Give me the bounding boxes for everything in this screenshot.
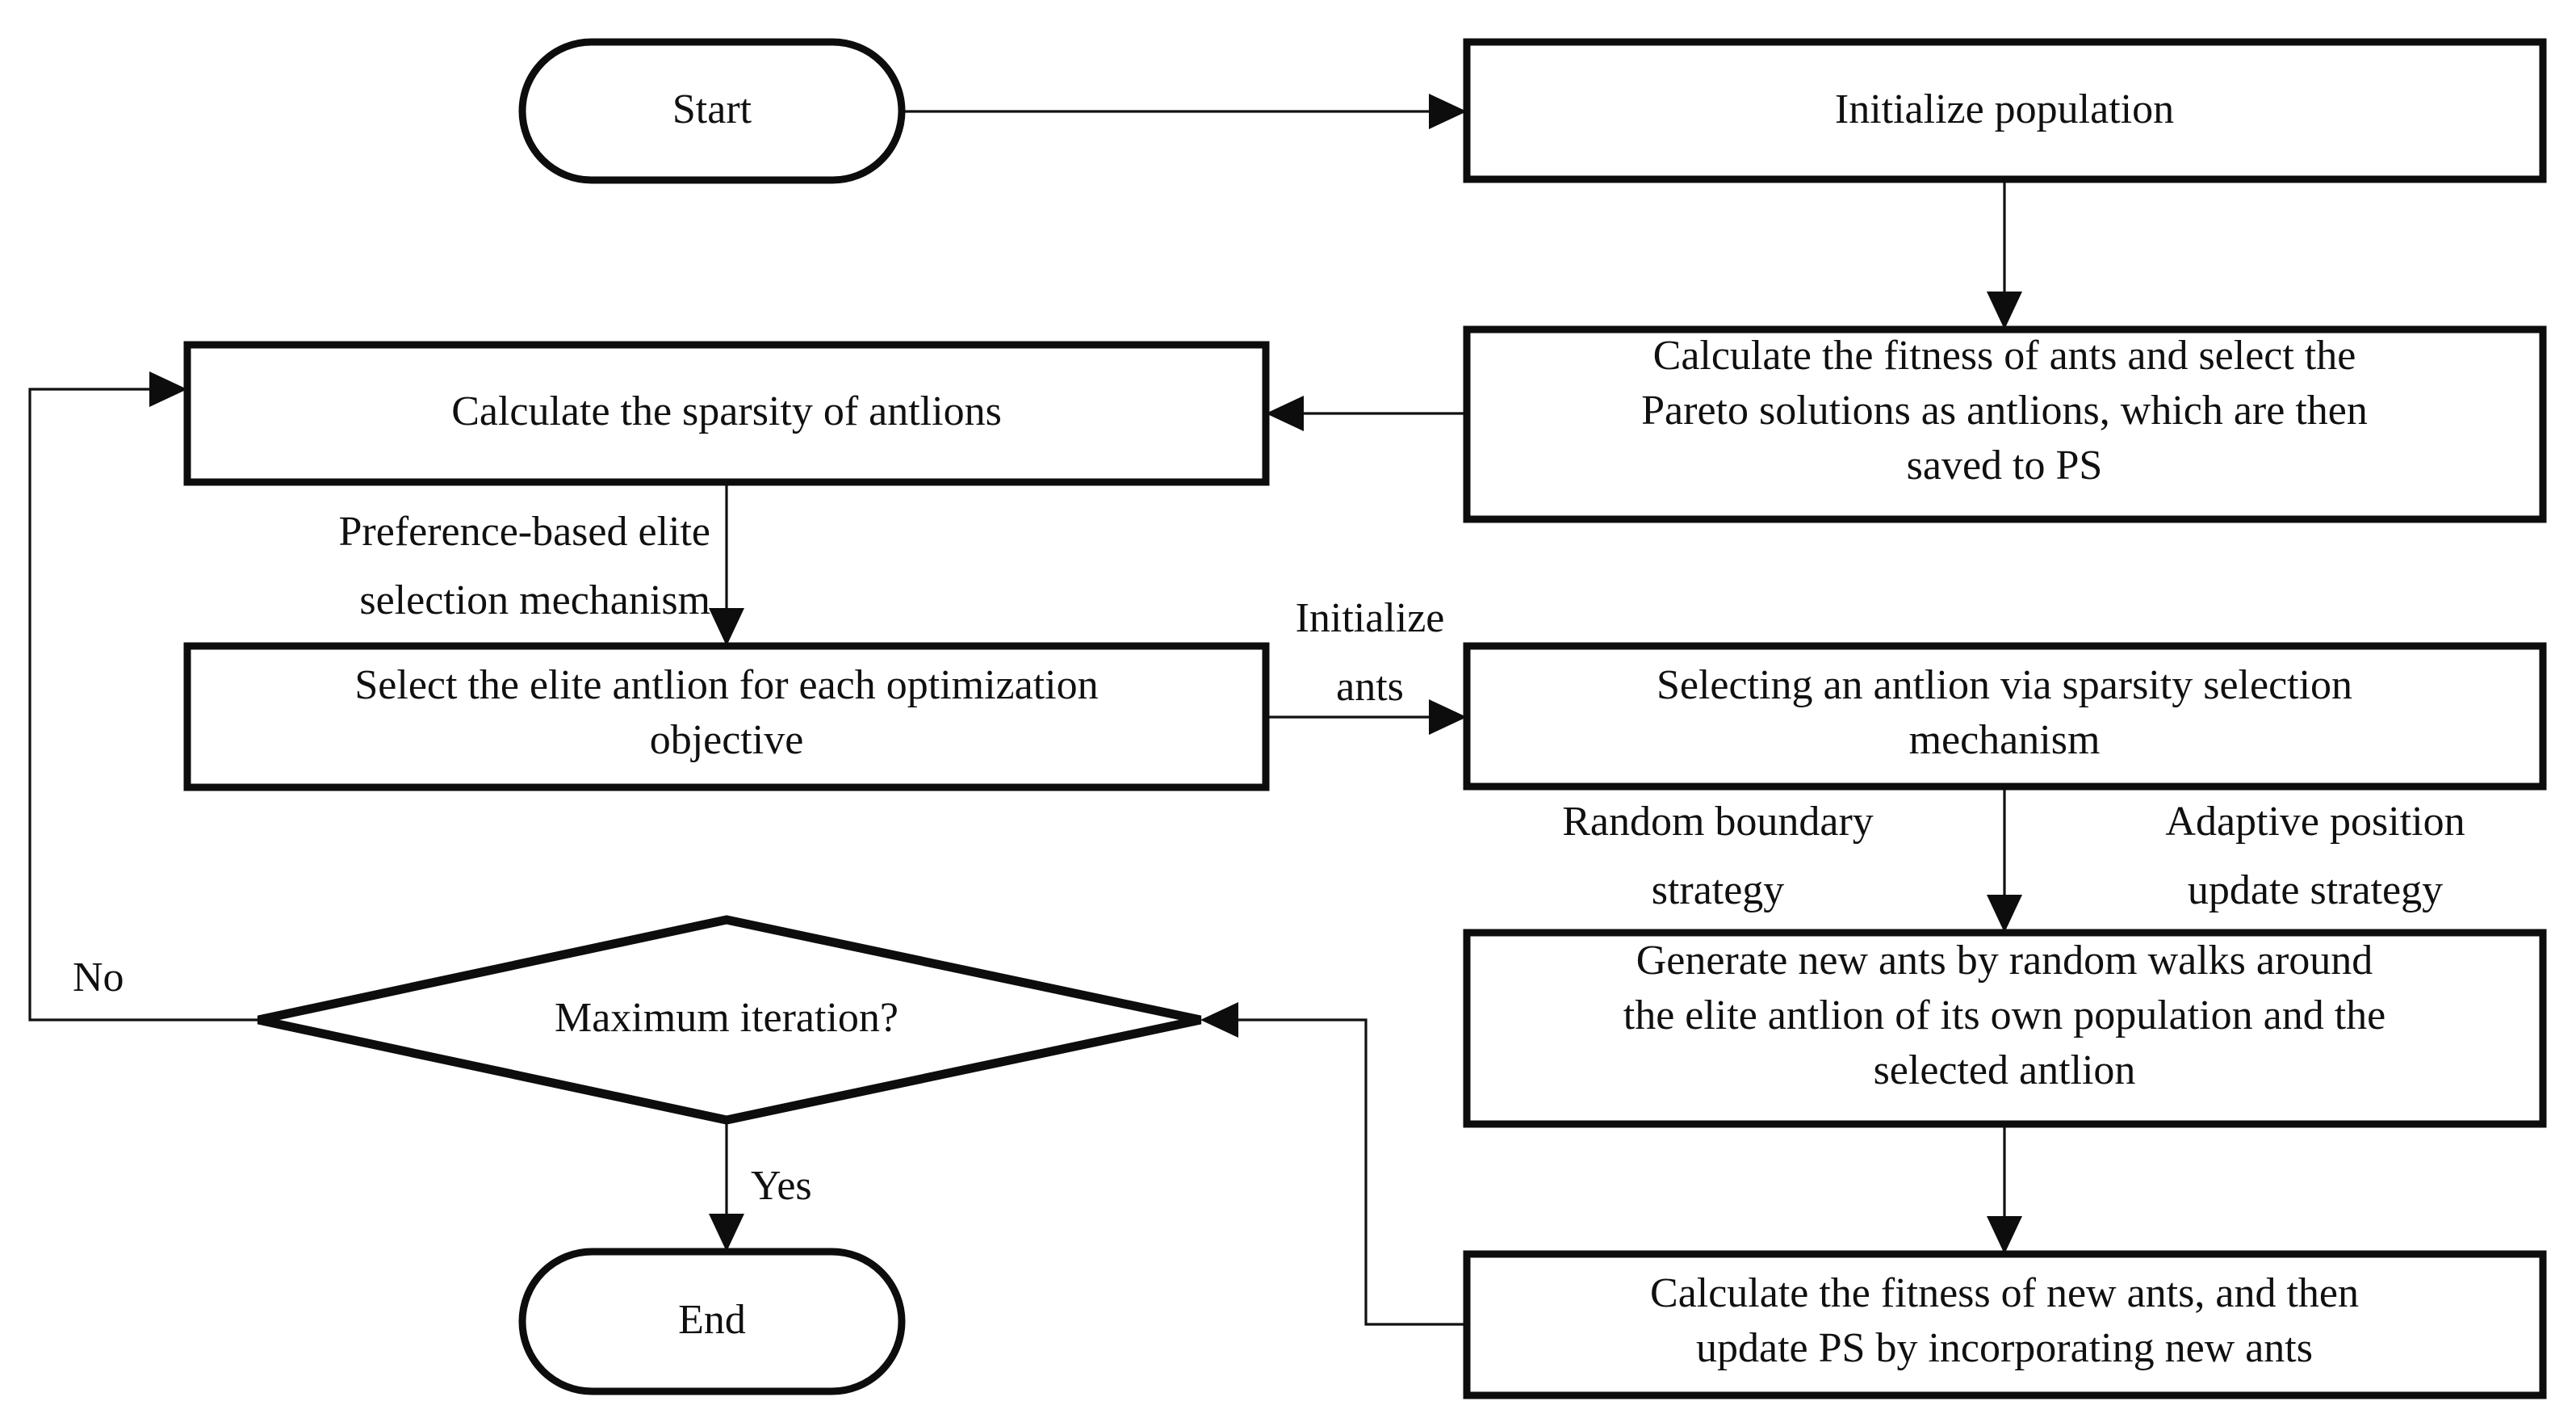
node-calculate-fitness-new-ants-line2: update PS by incorporating new ants (1696, 1325, 2313, 1371)
node-selecting-antlion-line2: mechanism (1909, 717, 2101, 763)
node-end[interactable]: End (518, 1248, 906, 1395)
node-selecting-antlion-line1: Selecting an antlion via sparsity select… (1657, 662, 2352, 708)
node-start-label: Start (672, 86, 752, 132)
edge-label-no: No (73, 954, 124, 1001)
edge-label-initialize-ants-line1: Initialize (1296, 595, 1445, 641)
node-calculate-sparsity[interactable]: Calculate the sparsity of antlions (183, 341, 1270, 486)
node-maximum-iteration-label: Maximum iteration? (555, 995, 898, 1041)
edge-label-no-text: No (73, 954, 124, 1001)
node-calculate-fitness-antlions[interactable]: Calculate the fitness of ants and select… (1463, 325, 2547, 523)
edge-label-preference-elite-line2: selection mechanism (359, 577, 710, 623)
node-generate-new-ants-line1: Generate new ants by random walks around (1636, 938, 2373, 984)
edge-generate-new-ants-to-calc-fitness-new-ants (1987, 1124, 2022, 1254)
node-initialize-population-label: Initialize population (1835, 86, 2174, 132)
node-end-label: End (678, 1297, 746, 1343)
node-calculate-sparsity-label: Calculate the sparsity of antlions (451, 388, 1002, 434)
edge-label-initialize-ants-line2: ants (1336, 664, 1404, 710)
node-generate-new-ants-line2: the elite antlion of its own population … (1623, 992, 2385, 1038)
edge-label-yes: Yes (751, 1163, 812, 1209)
node-selecting-antlion[interactable]: Selecting an antlion via sparsity select… (1463, 642, 2547, 791)
edge-select-elite-to-selecting-antlion (1266, 699, 1467, 735)
edge-label-random-boundary-line1: Random boundary (1562, 799, 1874, 845)
node-calculate-fitness-antlions-line1: Calculate the fitness of ants and select… (1653, 333, 2356, 379)
node-calculate-fitness-antlions-line3: saved to PS (1907, 443, 2103, 489)
edge-start-to-init-population (902, 94, 1467, 129)
edge-max-iteration-yes-to-end (709, 1120, 744, 1252)
edge-label-adaptive-position-line1: Adaptive position (2165, 799, 2465, 845)
edge-label-random-boundary-strategy: Random boundary strategy (1562, 799, 1874, 913)
node-start[interactable]: Start (518, 38, 906, 184)
edge-label-preference-elite-line1: Preference-based elite (339, 509, 710, 555)
edge-label-preference-elite-selection: Preference-based elite selection mechani… (339, 509, 710, 623)
node-generate-new-ants-line3: selected antlion (1874, 1047, 2136, 1093)
edge-max-iteration-no-to-calc-sparsity (28, 371, 258, 1022)
edge-label-adaptive-position-strategy: Adaptive position update strategy (2165, 799, 2465, 913)
node-select-elite-antlion-line2: objective (650, 717, 804, 763)
edge-calc-sparsity-to-select-elite (709, 482, 744, 646)
node-select-elite-antlion[interactable]: Select the elite antlion for each optimi… (183, 642, 1270, 791)
edge-init-population-to-calc-fitness (1987, 179, 2022, 329)
node-calculate-fitness-antlions-line2: Pareto solutions as antlions, which are … (1641, 388, 2368, 434)
node-select-elite-antlion-line1: Select the elite antlion for each optimi… (354, 662, 1098, 708)
edge-calc-fitness-to-calc-sparsity (1266, 396, 1467, 431)
node-generate-new-ants[interactable]: Generate new ants by random walks around… (1463, 929, 2547, 1128)
node-calculate-fitness-new-ants-line1: Calculate the fitness of new ants, and t… (1650, 1270, 2359, 1316)
node-calculate-fitness-new-ants[interactable]: Calculate the fitness of new ants, and t… (1463, 1250, 2547, 1399)
edge-label-adaptive-position-line2: update strategy (2188, 867, 2443, 913)
edge-selecting-antlion-to-generate-new-ants (1987, 787, 2022, 933)
node-initialize-population[interactable]: Initialize population (1463, 38, 2547, 183)
edge-calc-fitness-new-ants-to-max-iteration (1200, 1002, 1467, 1326)
edge-label-random-boundary-line2: strategy (1652, 867, 1785, 913)
node-maximum-iteration[interactable]: Maximum iteration? (257, 915, 1202, 1125)
edge-label-yes-text: Yes (751, 1163, 812, 1209)
edge-label-initialize-ants: Initialize ants (1296, 595, 1445, 710)
